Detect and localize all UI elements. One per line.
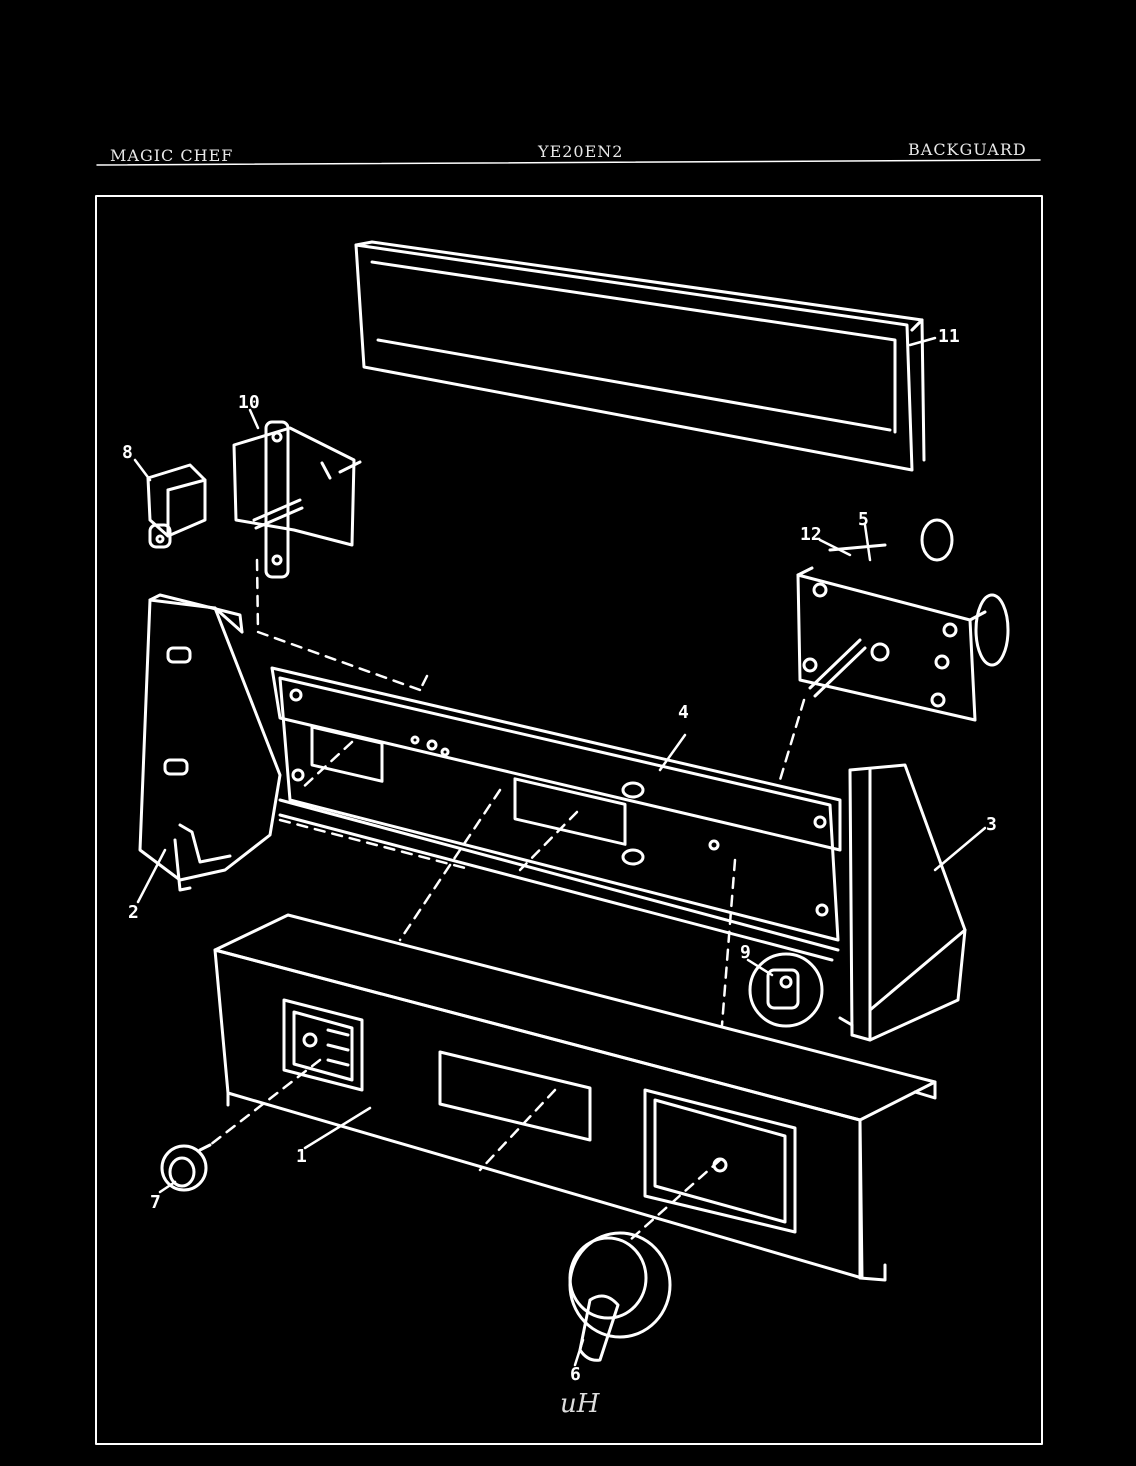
header-rule (96, 159, 1041, 166)
callout-4: 4 (678, 702, 689, 723)
diagram-frame (95, 195, 1043, 1445)
part-10-clock-switch (232, 420, 362, 579)
part-8-relay-switch (146, 463, 207, 549)
section-title: BACKGUARD (908, 140, 1027, 159)
part-4-control-panel (270, 666, 842, 962)
part-2-left-end-cap (138, 593, 282, 892)
brand-title: MAGIC CHEF (110, 146, 234, 165)
callout-3: 3 (986, 814, 997, 835)
callout-6: 6 (570, 1364, 581, 1385)
leader-lines (133, 336, 987, 1367)
callout-2: 2 (128, 902, 139, 923)
handwritten-note: uH (560, 1389, 601, 1419)
model-number: YE20EN2 (538, 142, 624, 161)
part-7-small-knob (160, 1143, 212, 1192)
callout-5: 5 (858, 509, 869, 530)
callout-11: 11 (938, 326, 960, 347)
part-11-trim-panel (354, 240, 926, 472)
callout-12: 12 (800, 524, 822, 545)
callout-7: 7 (150, 1192, 161, 1213)
callout-10: 10 (238, 392, 260, 413)
part-3-right-end-cap (838, 763, 967, 1042)
part-5-infinite-switch (796, 518, 1010, 722)
callout-1: 1 (296, 1146, 307, 1167)
callout-9: 9 (740, 942, 751, 963)
callout-8: 8 (122, 442, 133, 463)
dashed-connectors (208, 558, 806, 1242)
part-1-backguard-front (213, 913, 937, 1282)
part-6-large-knob (568, 1231, 672, 1362)
part-9-detail (748, 952, 824, 1028)
